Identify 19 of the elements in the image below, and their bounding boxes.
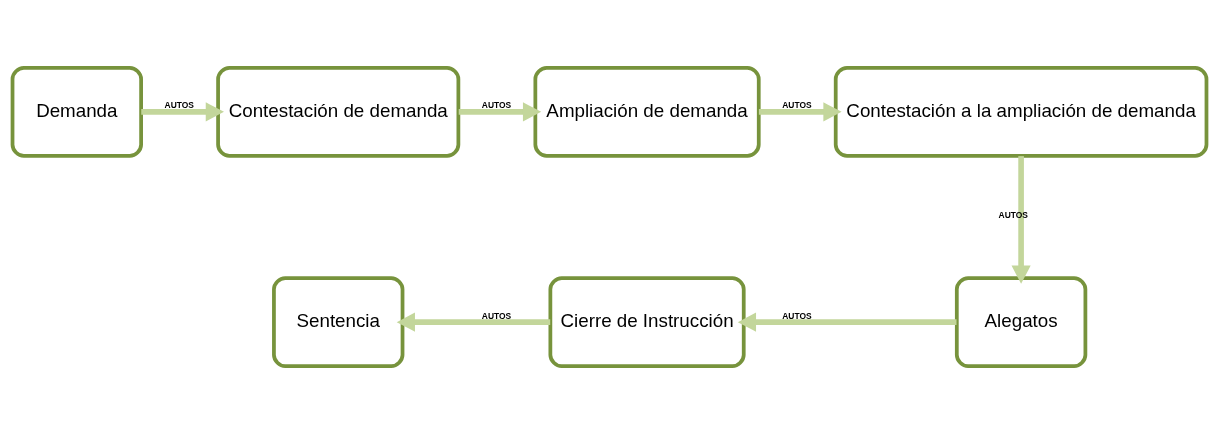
node-box: Demanda [10,65,143,158]
edge-label: AUTOS [782,99,812,110]
arrow [1011,155,1031,284]
arrow [396,312,551,332]
arrow [458,101,542,121]
edge-label: AUTOS [164,99,194,110]
edge-label: AUTOS [481,310,512,321]
node-box: Ampliación de demanda [533,65,761,158]
arrow [758,101,842,121]
arrow [737,312,957,332]
node-box: Cierre de Instrucción [548,275,746,368]
node-box: Contestación de demanda [216,65,461,158]
edge-label: AUTOS [998,209,1028,220]
arrow [141,101,224,121]
node-box: Sentencia [272,275,405,368]
edge-label: AUTOS [481,99,512,110]
node-box: Alegatos [954,275,1088,368]
edge-label: AUTOS [782,310,812,321]
node-box: Contestación a la ampliación de demanda [833,65,1209,158]
